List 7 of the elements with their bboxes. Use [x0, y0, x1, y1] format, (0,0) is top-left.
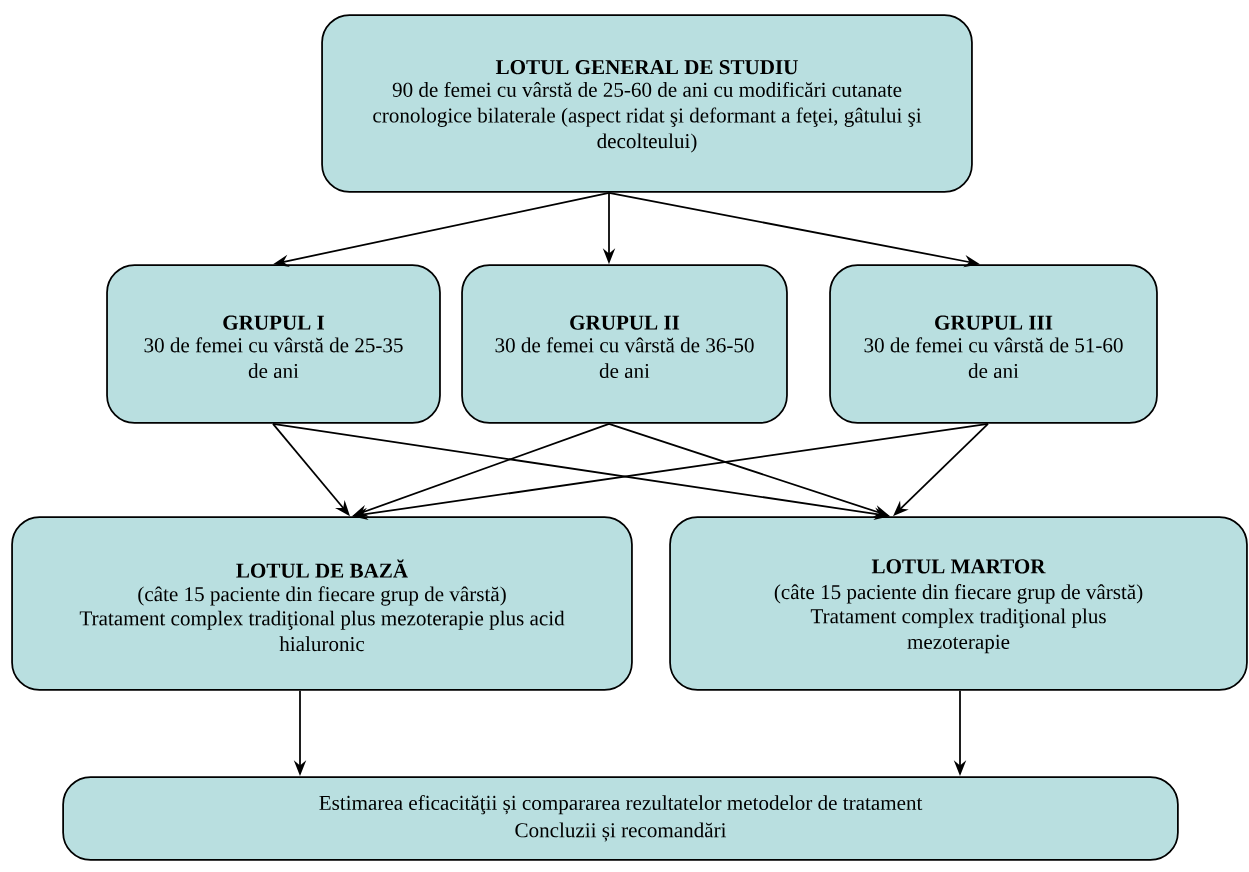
process-box: LOTUL GENERAL DE STUDIU 90 de femei cu vârstă de 25-60 de ani cu modificări cutanate cronologice bilaterale (aspect ridat şi deformant a feţei, gâtului şi decolteului)	[321, 14, 973, 193]
process-box: GRUPUL III 30 de femei cu vârstă de 51-60 de ani	[829, 264, 1158, 424]
process-box: GRUPUL II 30 de femei cu vârstă de 36-50 de ani	[461, 264, 788, 424]
process-box: GRUPUL I 30 de femei cu vârstă de 25-35 de ani	[106, 264, 441, 424]
process-box: LOTUL MARTOR (câte 15 paciente din fiecare grup de vârstă) Tratament complex tradiţional plus mezoterapie	[669, 516, 1248, 691]
process-box: Estimarea eficacităţii și compararea rezultatelor metodelor de tratament Concluzii și recomandări	[62, 776, 1179, 861]
process-box: LOTUL DE BAZĂ (câte 15 paciente din fiecare grup de vârstă) Tratament complex tradiţional plus mezoterapie plus acid hialuronic	[11, 516, 633, 691]
